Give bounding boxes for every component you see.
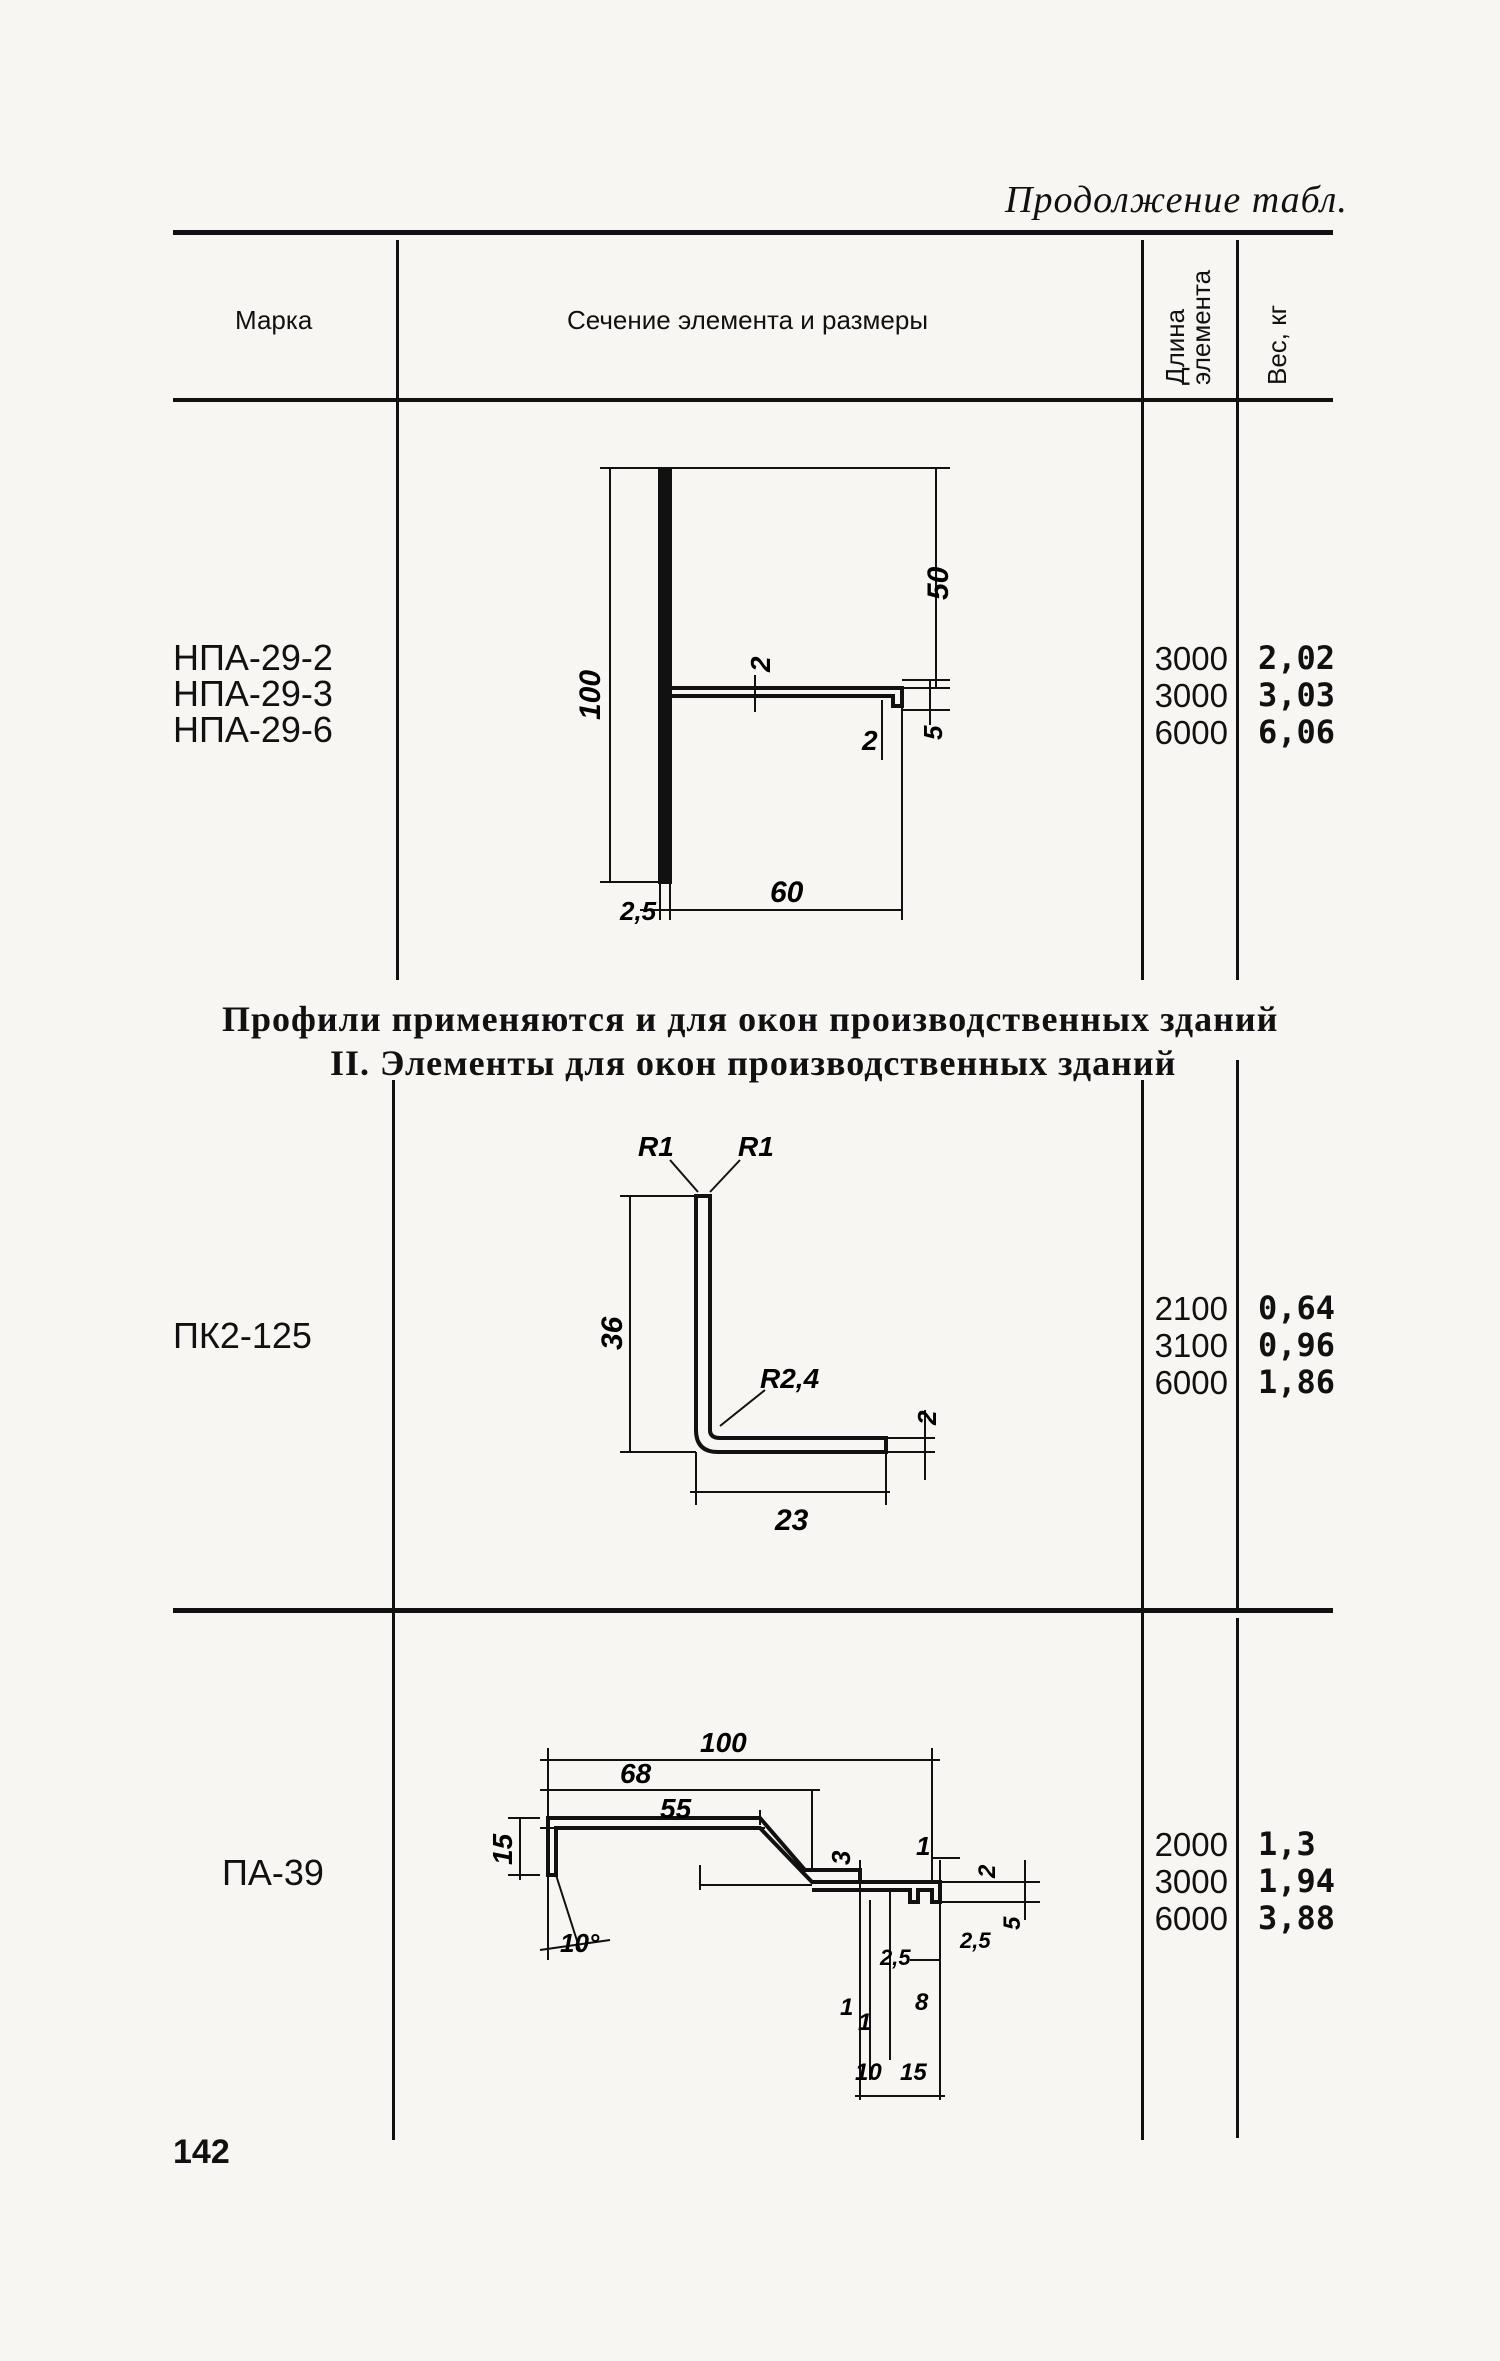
dim-2-lip: 2 bbox=[861, 725, 878, 756]
dim-8: 8 bbox=[915, 1989, 929, 2016]
continuation-title: Продолжение табл. bbox=[1005, 179, 1348, 221]
dim-2: 2 bbox=[974, 1864, 1001, 1879]
row2-mark: ПК2-125 bbox=[173, 1315, 312, 1356]
dim-r2-4: R2,4 bbox=[760, 1363, 820, 1394]
dim-15: 15 bbox=[487, 1833, 518, 1865]
dim-68: 68 bbox=[620, 1758, 652, 1789]
header-section: Сечение элемента и размеры bbox=[567, 305, 929, 335]
col-divider-1-top bbox=[396, 240, 399, 980]
dim-2-5: 2,5 bbox=[619, 896, 657, 926]
dim-10deg: 10° bbox=[560, 1928, 600, 1958]
dim-23: 23 bbox=[774, 1504, 809, 1537]
header-length: Длина элемента bbox=[1160, 269, 1216, 385]
header-weight: Вес, кг bbox=[1262, 304, 1292, 385]
col-divider-2-top bbox=[1141, 240, 1144, 980]
dim-5: 5 bbox=[999, 1916, 1026, 1930]
dim-100: 100 bbox=[700, 1727, 747, 1758]
header-bottom-rule bbox=[173, 398, 1333, 402]
page-number: 142 bbox=[173, 2133, 230, 2171]
row3-mark: ПА-39 bbox=[222, 1852, 324, 1893]
dim-2-flange: 2 bbox=[745, 656, 776, 673]
dim-3: 3 bbox=[826, 1850, 856, 1865]
table-top-rule bbox=[173, 230, 1333, 235]
dim-36: 36 bbox=[596, 1316, 629, 1350]
dim-55: 55 bbox=[660, 1793, 692, 1824]
dim-50: 50 bbox=[922, 566, 955, 600]
col-divider-3-bottom-2 bbox=[1236, 1618, 1239, 2138]
dim-r1-right: R1 bbox=[738, 1131, 774, 1162]
dim-1-b: 1 bbox=[858, 2009, 871, 2036]
dim-r1-left: R1 bbox=[638, 1131, 674, 1162]
row-separator bbox=[173, 1608, 1333, 1613]
dim-15-bottom: 15 bbox=[900, 2059, 927, 2086]
dim-5: 5 bbox=[918, 725, 948, 740]
row3-profile-drawing: 100 68 55 15 10° 1 3 2 2,5 2,5 5 1 1 8 1… bbox=[487, 1727, 1040, 2100]
row2-profile-drawing: R1 R1 36 R2,4 2 23 bbox=[596, 1131, 942, 1537]
dim-2: 2 bbox=[912, 1410, 942, 1426]
col-divider-3-bottom bbox=[1236, 1060, 1239, 1610]
profiles-note: Профили применяются и для окон производс… bbox=[222, 999, 1279, 1039]
dim-10: 10 bbox=[855, 2059, 882, 2086]
header-mark: Марка bbox=[235, 305, 313, 335]
dim-1-a: 1 bbox=[840, 1994, 853, 2021]
dim-1-top: 1 bbox=[916, 1831, 930, 1861]
dim-60: 60 bbox=[770, 876, 804, 909]
row1-profile-drawing: 50 2 100 2 5 2,5 60 bbox=[574, 467, 955, 926]
dim-2-5-b: 2,5 bbox=[959, 1928, 991, 1953]
section-heading: II. Элементы для окон производственных з… bbox=[330, 1043, 1177, 1083]
dim-100: 100 bbox=[574, 670, 607, 720]
dim-2-5-a: 2,5 bbox=[879, 1945, 911, 1970]
col-divider-3-top bbox=[1236, 240, 1239, 980]
